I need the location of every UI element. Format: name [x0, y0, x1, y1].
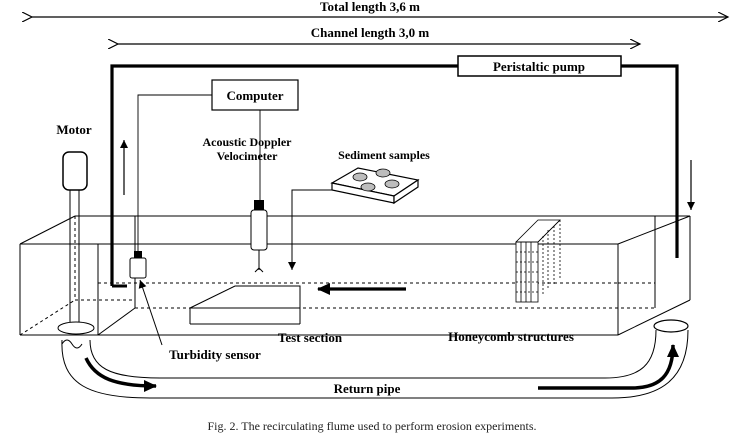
test-section-label: Test section	[278, 330, 343, 345]
return-pipe-label: Return pipe	[334, 381, 401, 396]
sediment-samples-label: Sediment samples	[338, 148, 430, 162]
total-length-label: Total length 3,6 m	[320, 0, 420, 14]
computer-box	[211, 79, 299, 111]
turbidity-sensor-label: Turbidity sensor	[169, 347, 261, 362]
adv-label-line2: Velocimeter	[217, 149, 279, 163]
turbidity-sensor	[129, 251, 147, 279]
sediment-samples-tray	[330, 167, 420, 205]
honeycomb-structures	[515, 219, 561, 303]
pump-circuit	[110, 64, 679, 286]
computer-label: Computer	[226, 88, 283, 103]
sediment-pointer	[288, 189, 332, 270]
right-inlet	[653, 319, 689, 333]
motor-icon	[57, 151, 95, 349]
channel-length-label: Channel length 3,0 m	[311, 25, 430, 40]
turbidity-sensor-pointer	[138, 279, 163, 346]
motor-label: Motor	[56, 122, 92, 137]
honeycomb-label: Honeycomb structures	[448, 329, 574, 344]
return-flow-arrow-left	[84, 357, 157, 392]
test-section	[189, 285, 301, 325]
return-pipe	[61, 329, 689, 399]
peristaltic-pump-label: Peristaltic pump	[493, 59, 585, 74]
adv-label-line1: Acoustic Doppler	[203, 135, 293, 149]
return-flow-arrow-right	[538, 344, 679, 390]
peristaltic-pump-box	[457, 55, 622, 77]
flume-tank	[19, 215, 691, 336]
figure-caption: Fig. 2. The recirculating flume used to …	[207, 419, 536, 433]
computer-wire-turbidity	[137, 94, 212, 255]
adv-probe	[250, 200, 268, 273]
